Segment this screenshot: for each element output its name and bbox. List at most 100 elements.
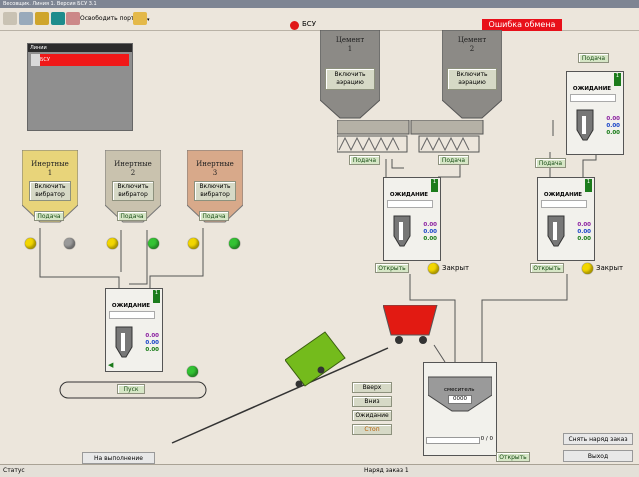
window-title: Весовщик. Линия 1. Версия БСУ 3.1 <box>3 1 97 7</box>
vibrator-button-1[interactable]: Включить вибратор <box>29 181 71 201</box>
inert-hopper-2: Инертные 2 Включить вибратор Подача <box>105 150 161 232</box>
scale-val-blue: 0.00 <box>423 229 437 235</box>
scales-icon[interactable] <box>3 12 17 25</box>
data-icon[interactable] <box>51 12 65 25</box>
cement-2-name: Цемент <box>457 36 487 44</box>
aeration-button-1[interactable]: Включить аэрацию <box>325 68 375 90</box>
scale-number: 1 <box>153 290 160 303</box>
inert-3-lamp-a <box>188 238 199 249</box>
statusbar: Статус Наряд заказ 1 <box>0 464 639 477</box>
right-feed-button-mid[interactable]: Подача <box>535 158 566 168</box>
inert-1-lamp-a <box>25 238 36 249</box>
status-text: Статус <box>3 467 25 474</box>
down-button[interactable]: Вниз <box>352 396 392 407</box>
lines-panel: Линии БСУ <box>27 43 133 131</box>
scale-status: ОЖИДАНИЕ <box>389 192 429 198</box>
inert-hopper-1: Инертные 1 Включить вибратор Подача <box>22 150 78 232</box>
scale-status: ОЖИДАНИЕ <box>572 86 612 92</box>
port-icon[interactable] <box>66 12 80 25</box>
scale-val-purple: 0.00 <box>145 333 159 339</box>
line-item-bsu[interactable]: БСУ <box>40 54 129 66</box>
vibrator-button-2[interactable]: Включить вибратор <box>112 181 154 201</box>
scale-val-green: 0.00 <box>145 347 159 353</box>
bsu-status-lamp <box>290 21 299 30</box>
stop-button[interactable]: Стоп <box>352 424 392 435</box>
right-feed-button-top[interactable]: Подача <box>578 53 609 63</box>
cement-1-feed-button[interactable]: Подача <box>349 155 380 165</box>
not-executed-button[interactable]: На выполнение <box>82 452 155 464</box>
scale-status: ОЖИДАНИЕ <box>111 303 151 309</box>
mixer-label: смеситель <box>444 387 475 393</box>
scale-val-purple: 0.00 <box>606 116 620 122</box>
inert-3-num: 3 <box>212 169 218 177</box>
mixer: смеситель 0000 0 / 0 <box>423 362 497 456</box>
scale-number: 1 <box>614 73 621 86</box>
inert-3-lamp-b <box>229 238 240 249</box>
scale-val-green: 0.00 <box>577 236 591 242</box>
scale-val-blue: 0.00 <box>577 229 591 235</box>
exchange-error-badge: Ошибка обмена <box>482 19 562 31</box>
mixer-value: 0000 <box>448 395 472 404</box>
scale-val-purple: 0.00 <box>423 222 437 228</box>
window-titlebar: Весовщик. Линия 1. Версия БСУ 3.1 <box>0 0 639 8</box>
scale-val-green: 0.00 <box>423 236 437 242</box>
screw-conveyors <box>337 120 484 153</box>
start-button[interactable]: Пуск <box>117 384 145 394</box>
scale-number: 1 <box>431 179 438 192</box>
cement-scale-right: 1 ОЖИДАНИЕ 0.00 0.00 0.00 <box>537 177 595 261</box>
open-button-left[interactable]: Открыть <box>375 263 409 273</box>
arrow-left-icon[interactable]: ◀ <box>108 361 114 369</box>
scale-val-green: 0.00 <box>606 130 620 136</box>
inert-1-lamp-b <box>64 238 75 249</box>
users-icon[interactable] <box>19 12 33 25</box>
toolbar: Освободить порт ▾ БСУ Ошибка обмена <box>0 8 639 31</box>
inert-1-feed-button[interactable]: Подача <box>34 211 64 221</box>
cement-1-name: Цемент <box>335 36 365 44</box>
mixer-ratio: 0 / 0 <box>480 436 493 442</box>
exit-button[interactable]: Выход <box>563 450 633 462</box>
scale-strip <box>570 94 616 102</box>
aeration-button-2[interactable]: Включить аэрацию <box>447 68 497 90</box>
inert-3-name: Инертные <box>196 160 234 168</box>
inert-2-lamp-b <box>148 238 159 249</box>
cement-2-feed-button[interactable]: Подача <box>438 155 469 165</box>
closed-label-left: Закрыт <box>442 264 470 272</box>
inert-scale-lamp <box>187 366 198 377</box>
inert-hopper-3: Инертные 3 Включить вибратор Подача <box>187 150 243 232</box>
lines-panel-title: Линии <box>28 44 132 52</box>
pause-icon[interactable] <box>35 12 49 25</box>
inert-scale: 1 ОЖИДАНИЕ 0.00 0.00 0.00 ◀ <box>105 288 163 372</box>
scale-number: 1 <box>585 179 592 192</box>
mixer-progress <box>426 437 480 444</box>
valve-lamp-right <box>582 263 593 274</box>
scale-strip <box>541 200 587 208</box>
additive-scale: 1 ОЖИДАНИЕ 0.00 0.00 0.00 <box>566 71 624 155</box>
valve-lamp-left <box>428 263 439 274</box>
order-text: Наряд заказ 1 <box>364 467 409 474</box>
bsu-label: БСУ <box>302 20 316 28</box>
release-port-button[interactable]: Освободить порт <box>80 15 135 22</box>
up-button[interactable]: Вверх <box>352 382 392 393</box>
open-button-right[interactable]: Открыть <box>530 263 564 273</box>
mixer-open-button[interactable]: Открыть <box>496 452 530 462</box>
reset-order-button[interactable]: Снять наряд заказ <box>563 433 633 445</box>
cement-2-num: 2 <box>469 45 475 53</box>
wait-button[interactable]: Ожидание <box>352 410 392 421</box>
scale-strip <box>387 200 433 208</box>
inert-2-lamp-a <box>107 238 118 249</box>
inert-3-feed-button[interactable]: Подача <box>199 211 229 221</box>
scale-val-blue: 0.00 <box>606 123 620 129</box>
cement-scale-left: 1 ОЖИДАНИЕ 0.00 0.00 0.00 <box>383 177 441 261</box>
green-wagon <box>285 331 346 388</box>
scale-status: ОЖИДАНИЕ <box>543 192 583 198</box>
inert-2-num: 2 <box>130 169 136 177</box>
chevron-down-icon[interactable]: ▾ <box>147 17 150 23</box>
chart-icon[interactable] <box>133 12 147 25</box>
scale-val-purple: 0.00 <box>577 222 591 228</box>
vibrator-button-3[interactable]: Включить вибратор <box>194 181 236 201</box>
inert-2-feed-button[interactable]: Подача <box>117 211 147 221</box>
inert-1-name: Инертные <box>31 160 69 168</box>
red-wagon <box>383 305 438 344</box>
cement-1-num: 1 <box>347 45 353 53</box>
closed-label-right: Закрыт <box>596 264 624 272</box>
